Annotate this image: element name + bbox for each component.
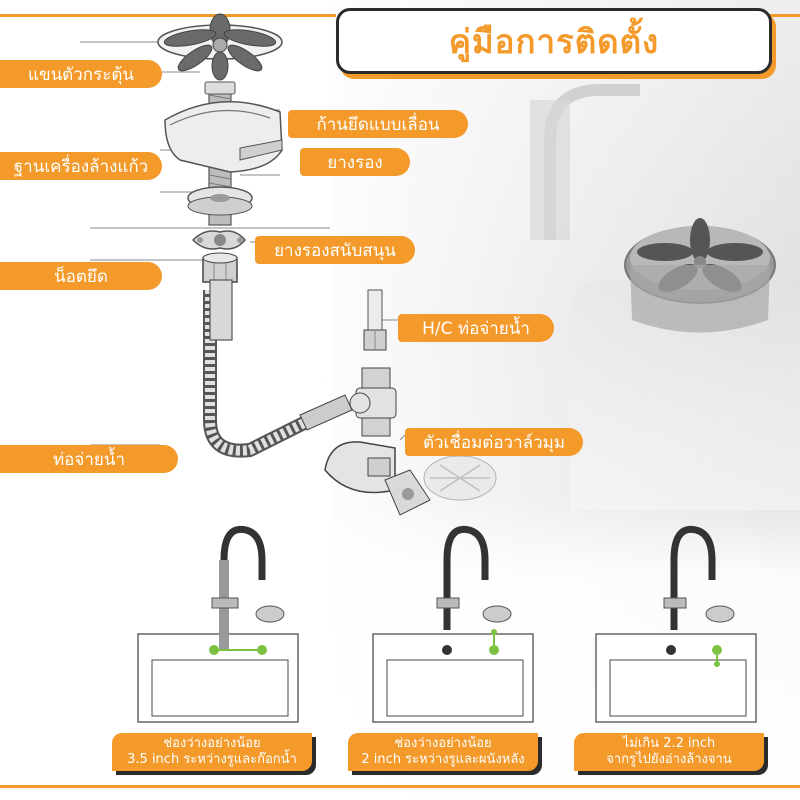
requirement-caption-3: ไม่เกิน 2.2 inch จากรูไปยังอ่างล้างจาน [574,733,764,771]
label-hc-pipe: H/C ท่อจ่ายน้ำ [398,314,554,342]
label-fixing-nut: น็อตยึด [0,262,162,290]
clearance-diagram-2 [372,525,534,723]
tee-connector-part [349,367,397,437]
label-rotary-arm: แขนตัวกระตุ้น [0,60,162,88]
label-angle-valve: ตัวเชื่อมต่อวาล์วมุม [405,428,583,456]
gasket-part [187,186,253,216]
requirement-1-line1: ช่องว่างอย่างน้อย [163,736,261,751]
rotary-arm-part [157,13,283,81]
drain-strainer [423,455,497,501]
requirement-3-line1: ไม่เกิน 2.2 inch [622,736,716,751]
fixing-nut-part [202,252,238,283]
requirement-1-line2: 3.5 inch ระหว่างรูและก๊อกน้ำ [127,752,297,767]
clearance-diagram-1 [137,525,299,723]
requirement-caption-2: ช่องว่างอย่างน้อย 2 inch ระหว่างรูและผนั… [348,733,538,771]
angle-valve-part [324,441,431,516]
page-title: คู่มือการติดตั้ง [448,21,660,61]
requirement-2-line1: ช่องว่างอย่างน้อย [394,736,492,751]
top-accent-line [0,14,336,17]
support-gasket-part [191,230,246,250]
requirement-3-line2: จากรูไปยังอ่างล้างจาน [606,752,732,767]
hc-pipe-part [363,289,387,351]
label-sliding-rod: ก้านยึดแบบเลื่อน [288,110,468,138]
label-support-gasket: ยางรองสนับสนุน [255,236,415,264]
top-accent-line-right [766,14,800,17]
label-water-pipe: ท่อจ่ายน้ำ [0,445,178,473]
water-supply-hose [203,279,353,458]
faucet-body [530,100,570,240]
base-part [164,100,283,173]
requirement-2-line2: 2 inch ระหว่างรูและผนังหลัง [361,752,525,767]
label-gasket: ยางรอง [300,148,410,176]
title-box: คู่มือการติดตั้ง [336,8,772,74]
bottom-accent-line [0,785,800,788]
washer-in-sink-photo [624,218,776,333]
label-base: ฐานเครื่องล้างแก้ว [0,152,162,180]
requirement-caption-1: ช่องว่างอย่างน้อย 3.5 inch ระหว่างรูและก… [112,733,312,771]
clearance-diagram-3 [595,525,757,723]
